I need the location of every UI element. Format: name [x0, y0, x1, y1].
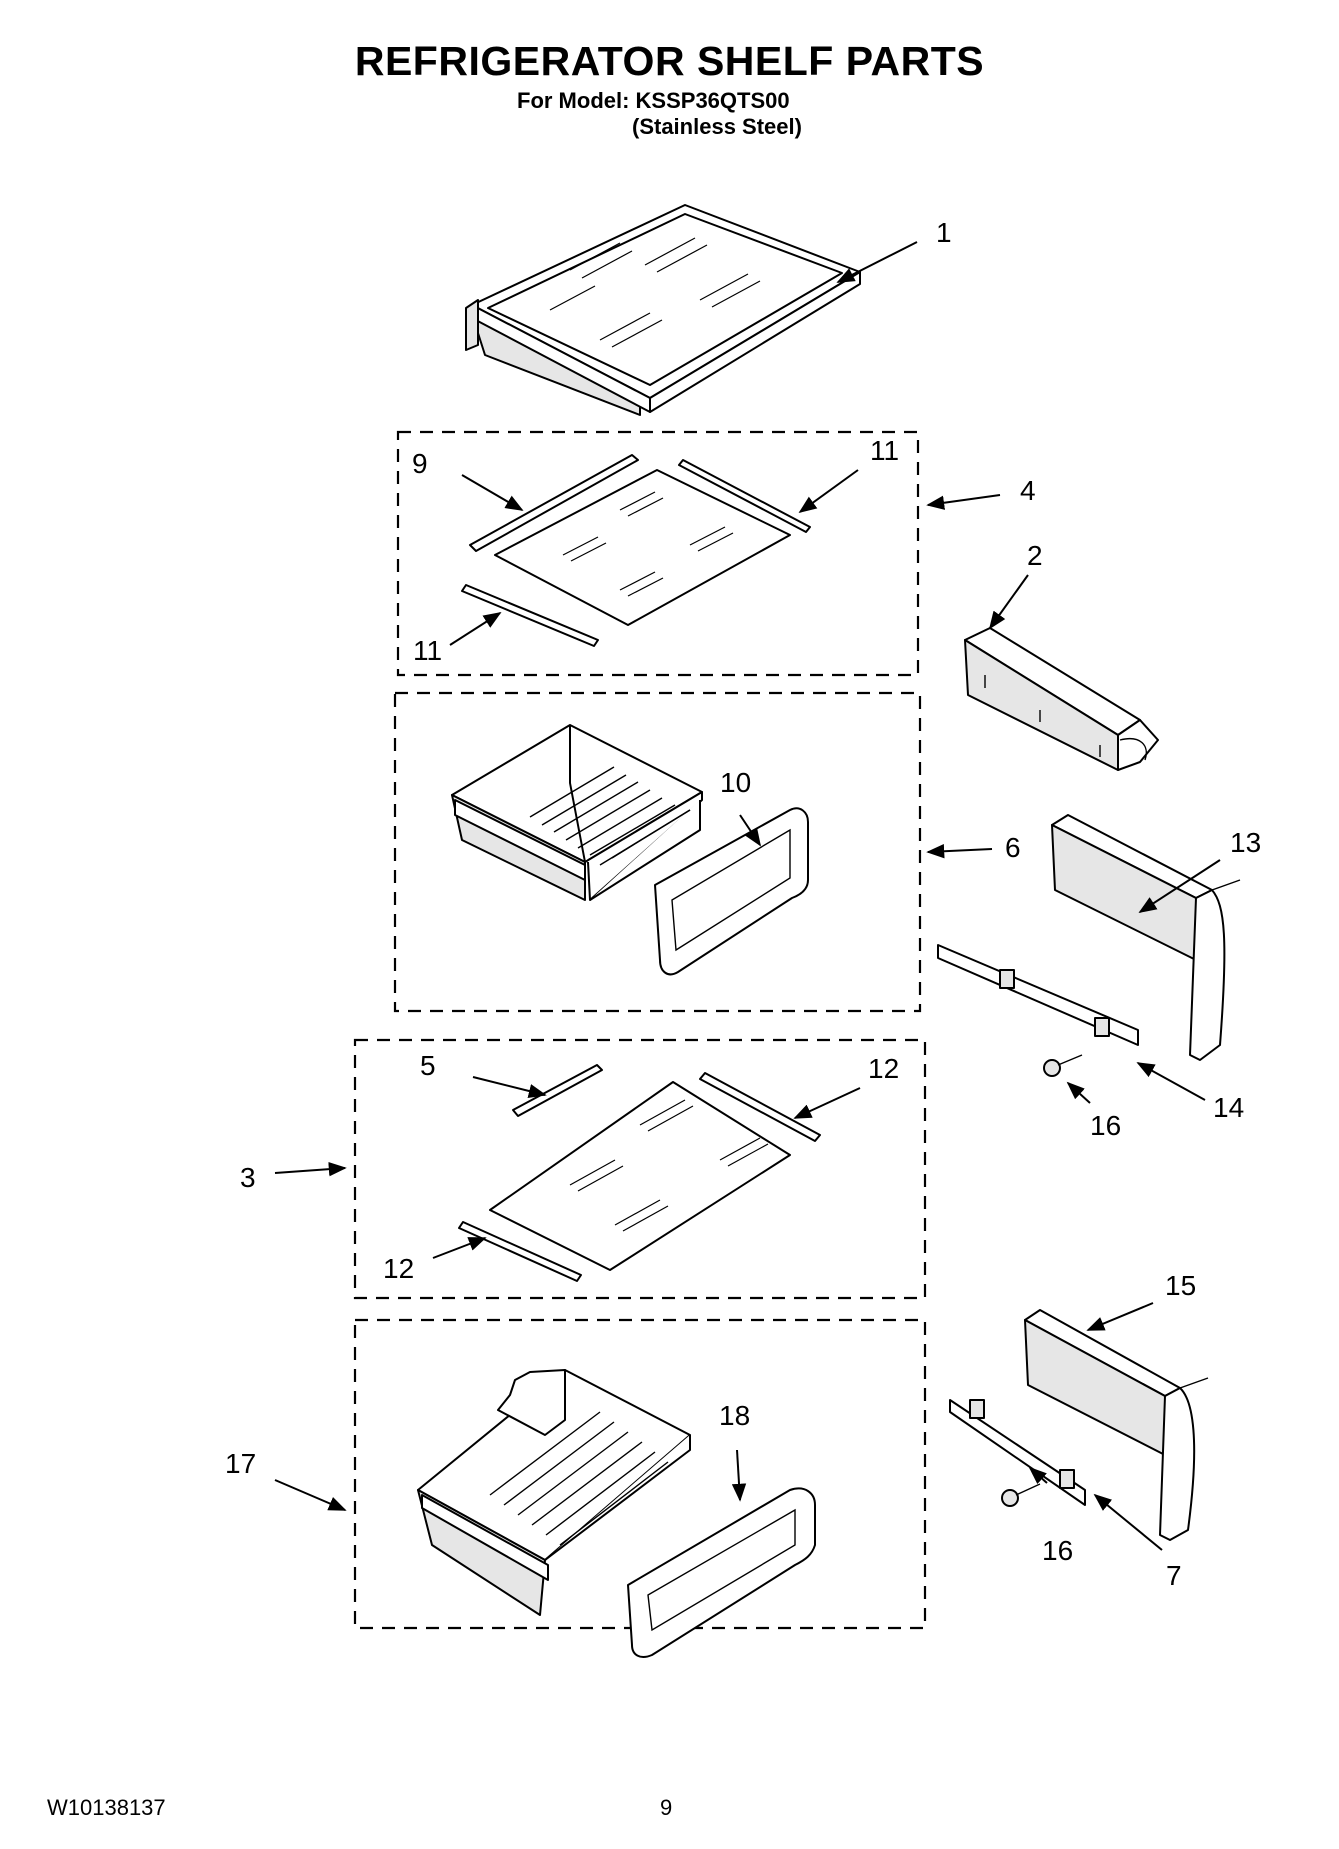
- model-finish: (Stainless Steel): [632, 114, 802, 139]
- part-9-shelf-trim: [469, 454, 639, 552]
- callout-16-lower: 16: [1042, 1535, 1073, 1566]
- callout-labels: 1 9 11 4 2 11 10 6 13 5 12 14 16 3 12 15…: [225, 217, 1261, 1591]
- glass-shelf-3: [489, 1081, 791, 1271]
- callout-6: 6: [1005, 832, 1021, 863]
- callout-3: 3: [240, 1162, 256, 1193]
- document-number: W10138137: [47, 1795, 166, 1820]
- part-14-rail: [937, 944, 1139, 1046]
- part-2-cover: [964, 627, 1159, 771]
- part-16-screw-lower: [1001, 1483, 1041, 1507]
- callout-10: 10: [720, 767, 751, 798]
- assembly-4-boundary: [396, 430, 920, 677]
- callout-14: 14: [1213, 1092, 1244, 1123]
- part-16-screw-upper: [1043, 1054, 1083, 1077]
- callout-17: 17: [225, 1448, 256, 1479]
- callout-2: 2: [1027, 540, 1043, 571]
- page-title: REFRIGERATOR SHELF PARTS: [354, 38, 985, 84]
- callout-18: 18: [719, 1400, 750, 1431]
- callout-5: 5: [420, 1050, 436, 1081]
- callout-1: 1: [936, 217, 952, 248]
- crisper-drawer-6: [451, 724, 703, 901]
- part-11-shelf-trim-front: [461, 584, 599, 647]
- lower-drawer-17: [417, 1369, 691, 1616]
- model-number: For Model: KSSP36QTS00: [517, 88, 790, 113]
- callout-13: 13: [1230, 827, 1261, 858]
- assembly-3-boundary: [353, 1038, 927, 1300]
- callout-16-upper: 16: [1090, 1110, 1121, 1141]
- part-5-shelf-trim: [512, 1064, 603, 1117]
- callout-12-top: 12: [868, 1053, 899, 1084]
- callout-4: 4: [1020, 475, 1036, 506]
- part-10-crisper-front: [654, 807, 809, 976]
- part-15-drawer-cover: [1024, 1309, 1209, 1541]
- leader-arrows: [274, 241, 1221, 1551]
- part-18-drawer-front: [627, 1487, 816, 1658]
- callout-11-top: 11: [870, 435, 899, 466]
- part-1-shelf-assembly: [465, 204, 861, 416]
- part-12-shelf-trim-front: [458, 1221, 582, 1282]
- callout-12-bottom: 12: [383, 1253, 414, 1284]
- callout-9: 9: [412, 448, 428, 479]
- callout-15: 15: [1165, 1270, 1196, 1301]
- assembly-6-boundary: [393, 691, 922, 1013]
- part-12-shelf-trim-rear: [699, 1072, 821, 1142]
- part-13-drawer-cover: [1051, 814, 1241, 1061]
- part-7-rail: [949, 1399, 1086, 1506]
- part-11-shelf-trim-rear: [678, 459, 811, 533]
- page-number: 9: [660, 1795, 673, 1820]
- glass-shelf-4: [494, 469, 791, 626]
- callout-7: 7: [1166, 1560, 1182, 1591]
- callout-11-bottom: 11: [413, 635, 442, 666]
